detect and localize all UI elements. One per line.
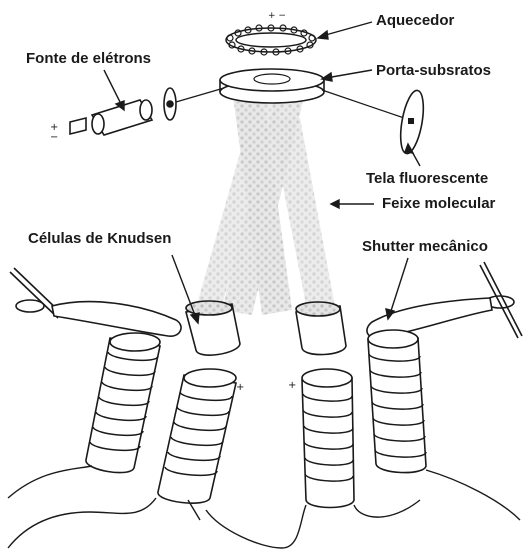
heater-icon: + − <box>226 11 316 55</box>
knudsen-cell-inner-right: + <box>288 302 354 508</box>
fluorescent-screen-label: Tela fluorescente <box>366 170 488 188</box>
heater-label: Aquecedor <box>376 12 454 30</box>
knudsen-cell-outer-right <box>368 330 426 473</box>
chamber-outline <box>8 466 520 548</box>
fluorescent-screen-icon <box>322 89 427 156</box>
molecular-beam-label: Feixe molecular <box>382 195 495 213</box>
mechanical-shutter-label: Shutter mecânico <box>362 238 488 256</box>
electron-source-label: Fonte de elétrons <box>26 50 151 68</box>
substrate-holder-icon <box>220 69 324 103</box>
electron-source-icon: + − <box>50 88 176 143</box>
svg-text:+: + <box>288 380 296 391</box>
svg-text:+ −: + − <box>268 11 286 21</box>
substrate-holder-label: Porta-subsratos <box>376 62 491 80</box>
svg-text:−: − <box>50 132 58 143</box>
svg-text:+: + <box>236 382 244 393</box>
right-shutter-icon <box>367 262 522 338</box>
molecular-beam <box>196 88 336 315</box>
left-shutter-icon <box>10 268 181 336</box>
knudsen-cell-outer-left <box>86 333 160 473</box>
electron-beam-line <box>176 88 224 102</box>
knudsen-cells-label: Células de Knudsen <box>28 230 171 248</box>
